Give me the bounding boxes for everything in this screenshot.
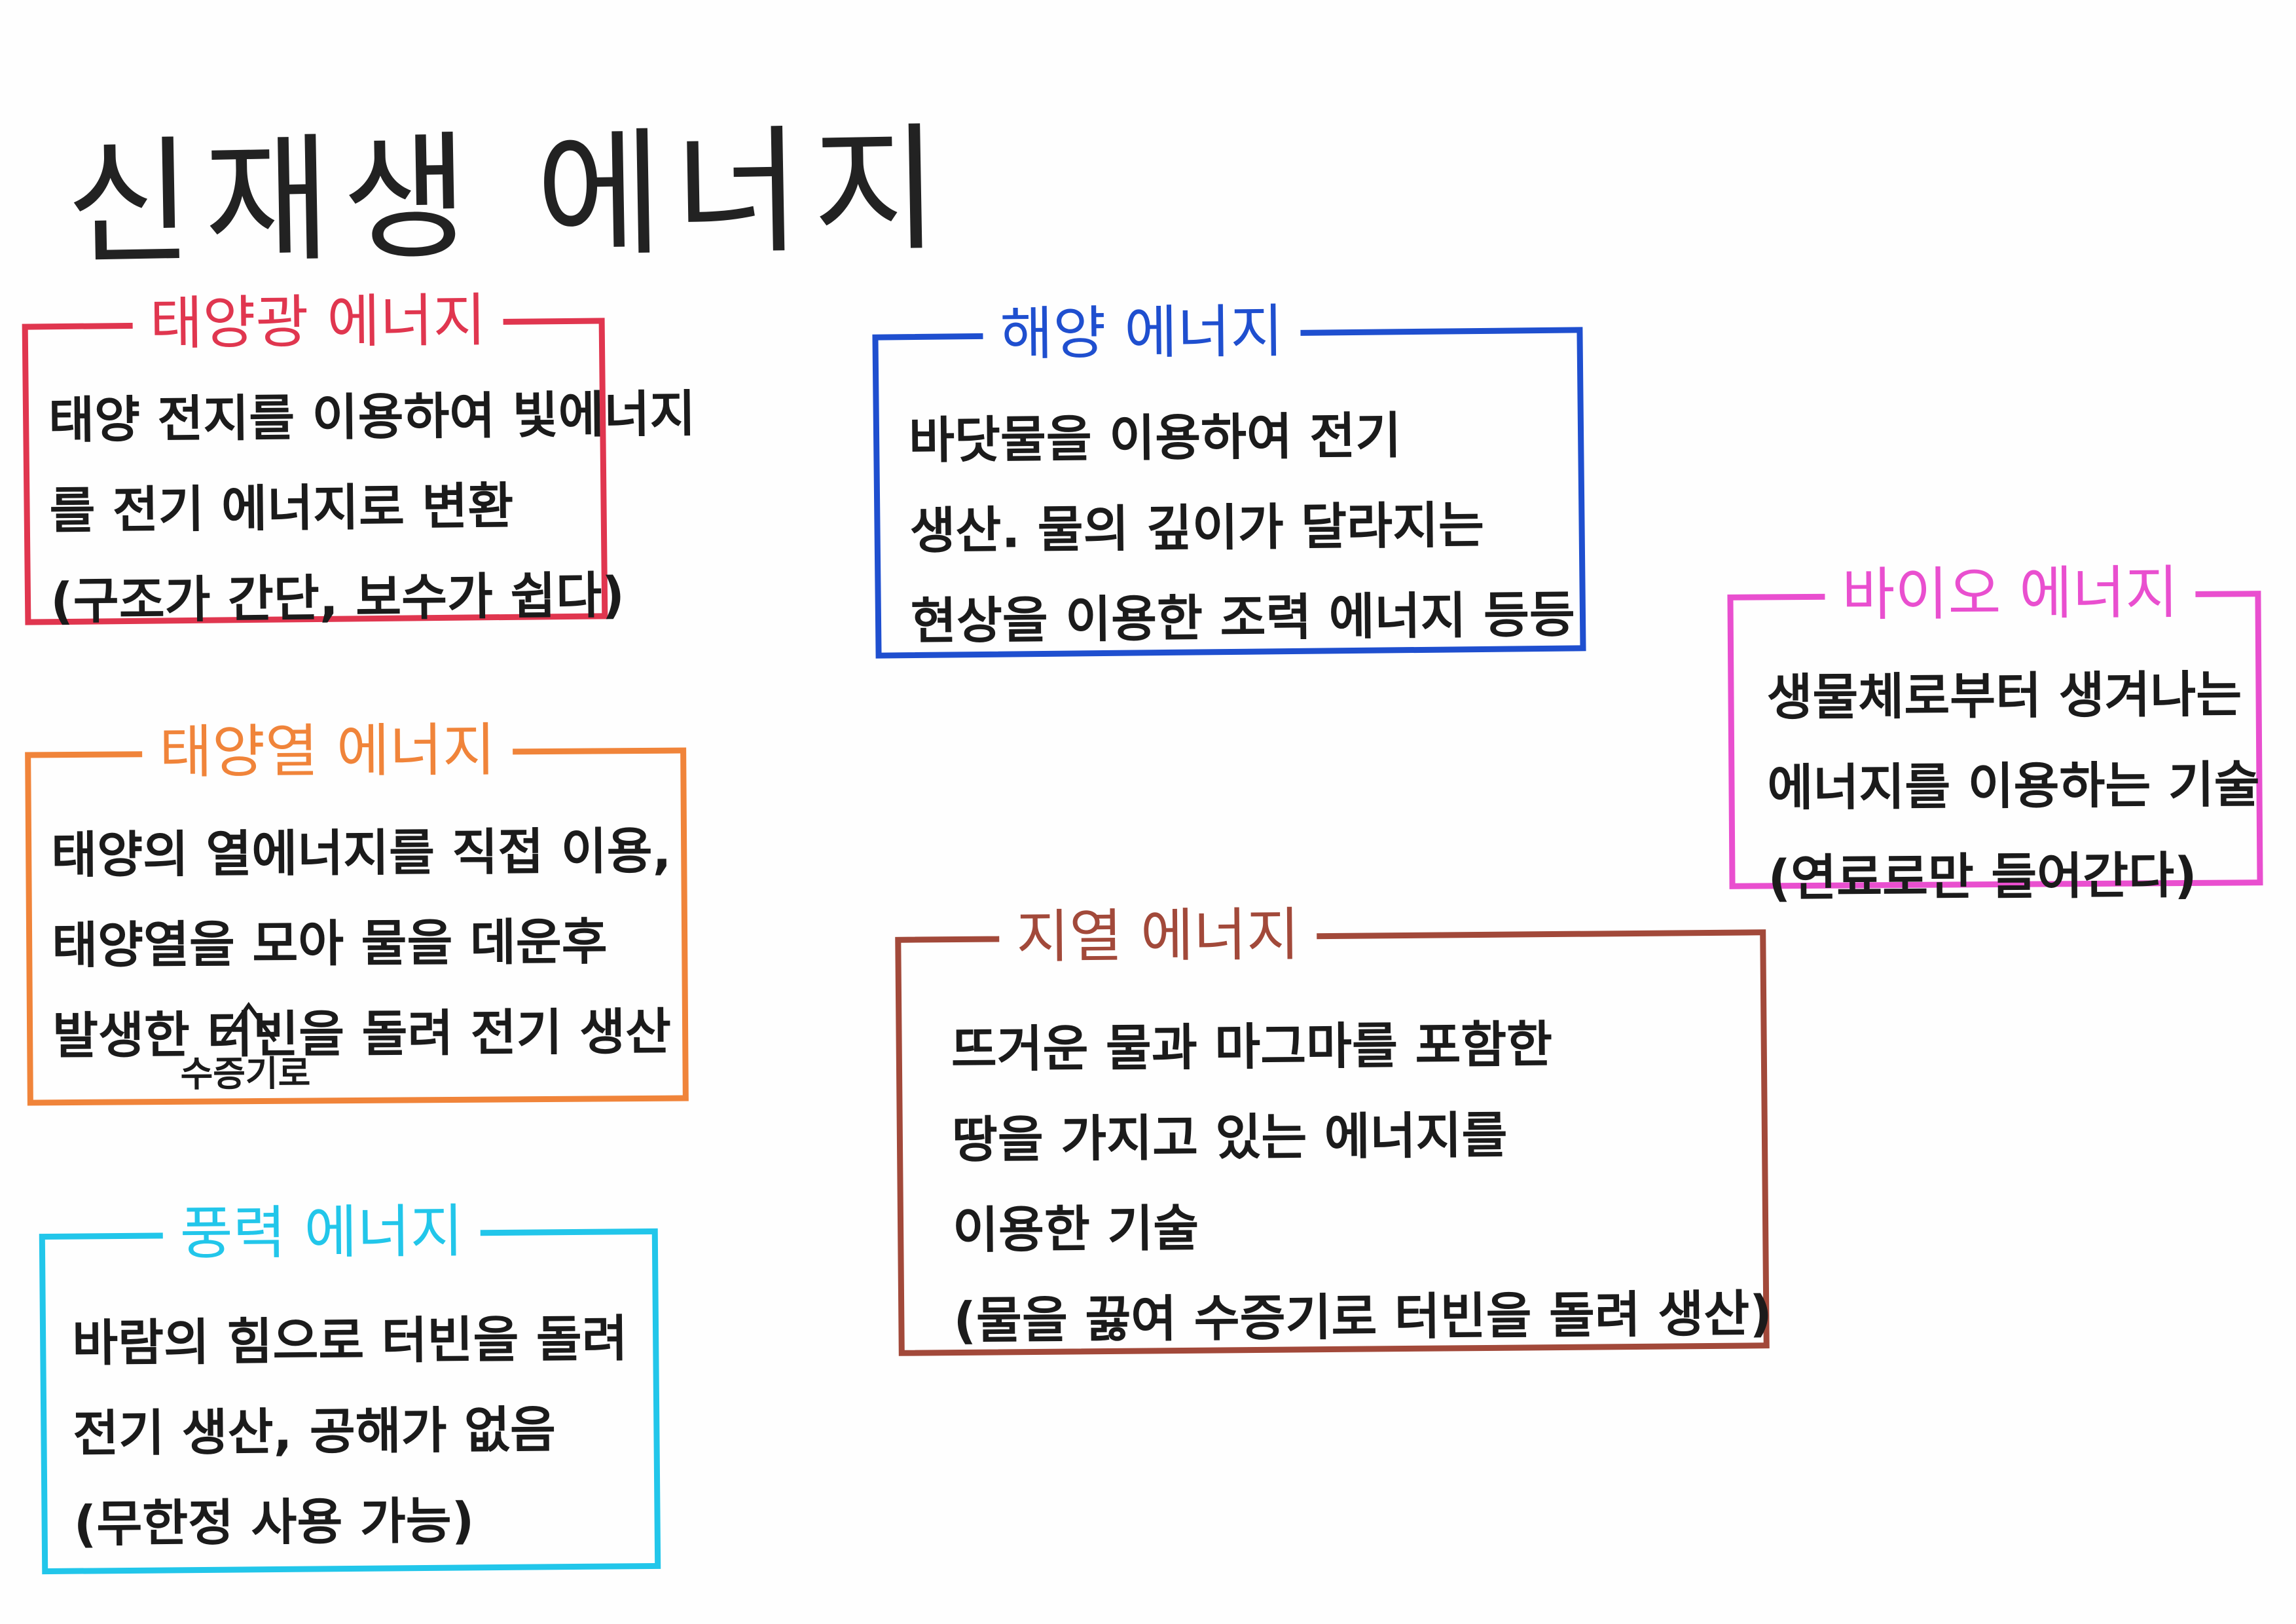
ocean-label: 해양 에너지 [982,295,1301,371]
text-line: 이용한 기술 [952,1198,1199,1260]
solar-heat-label: 태양열 에너지 [141,714,513,789]
inserted-note: 수증기로 [180,1052,311,1095]
page-title: 신재생 에너지 [64,109,953,285]
text-line: (구조가 간단, 보수가 쉽다) [50,566,625,631]
solar-light-text: 태양 전지를 이용하여 빛에너지 를 전기 에너지로 변환 (구조가 간단, 보… [48,370,696,647]
ocean-text: 바닷물을 이용하여 전기 생산. 물의 깊이가 달라지는 현상을 이용한 조력 … [908,389,1576,667]
insert-caret-icon [221,1002,277,1043]
wind-label: 풍력 에너지 [162,1195,481,1270]
text-line: 바닷물을 이용하여 전기 [908,406,1402,470]
bio-box: 바이오 에너지 생물체로부터 생겨나는 에너지를 이용하는 기술 (연료로만 들… [1727,556,2263,907]
text-line: 태양의 열에너지를 직접 이용, [50,821,672,885]
text-line: 를 전기 에너지로 변환 [49,476,514,540]
bio-label: 바이오 에너지 [1825,556,2196,631]
ocean-box: 해양 에너지 바닷물을 이용하여 전기 생산. 물의 깊이가 달라지는 현상을 … [872,295,1586,659]
text-line: 태양 전지를 이용하여 빛에너지 [48,384,696,450]
text-line: 뜨거운 물과 마그마를 포함한 [951,1015,1553,1079]
wind-box: 풍력 에너지 바람의 힘으로 터빈을 돌려 전기 생산, 공해가 없음 (무한정… [39,1195,661,1575]
geothermal-label: 지열 에너지 [998,898,1317,974]
text-line: 생물체로부터 생겨나는 [1766,665,2242,727]
solar-heat-text: 태양의 열에너지를 직접 이용, 태양열을 모아 물을 데운후 발생한 터빈을 … [50,806,672,1082]
text-line: 태양열을 모아 물을 데운후 [51,912,608,975]
text-line: 땅을 가지고 있는 에너지를 [951,1105,1508,1170]
solar-heat-box: 태양열 에너지 태양의 열에너지를 직접 이용, 태양열을 모아 물을 데운후 … [25,714,689,1106]
text-line: 생산. 물의 깊이가 달라지는 [909,495,1485,561]
wind-text: 바람의 힘으로 터빈을 돌려 전기 생산, 공해가 없음 (무한정 사용 가능) [72,1293,642,1570]
text-line: 현상을 이용한 조력 에너지 등등 [910,585,1576,651]
bio-text: 생물체로부터 생겨나는 에너지를 이용하는 기술 (연료로만 들어간다) [1766,649,2260,923]
text-line: 바람의 힘으로 터빈을 돌려 [71,1309,629,1373]
geothermal-text: 뜨거운 물과 마그마를 포함한 땅을 가지고 있는 에너지를 이용한 기술 (물… [951,997,1773,1366]
text-line: (연료로만 들어간다) [1768,845,2198,908]
text-line: 발생한 터빈을 돌려 전기 생산 [52,1002,672,1065]
text-line: (무한정 사용 가능) [73,1491,475,1553]
text-line: 전기 생산, 공해가 없음 [73,1400,556,1463]
solar-light-label: 태양광 에너지 [132,284,503,360]
text-line: 에너지를 이용하는 기술 [1767,755,2260,817]
geothermal-box: 지열 에너지 뜨거운 물과 마그마를 포함한 땅을 가지고 있는 에너지를 이용… [895,898,1772,1356]
text-line: (물을 끓여 수증기로 터빈을 돌려 생산) [953,1284,1773,1350]
solar-light-box: 태양광 에너지 태양 전지를 이용하여 빛에너지 를 전기 에너지로 변환 (구… [22,284,696,630]
